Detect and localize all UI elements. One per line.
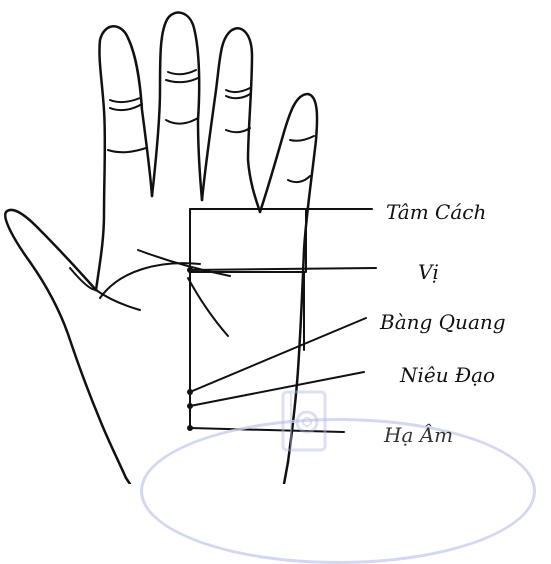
- label-ha-am: Hạ Âm: [384, 425, 453, 445]
- label-nieu-dao: Niêu Đạo: [400, 365, 495, 385]
- label-bang-quang: Bàng Quang: [380, 312, 506, 332]
- hand-drawing: [0, 0, 551, 484]
- palm-diagram: Tâm Cách Vị Bàng Quang Niêu Đạo Hạ Âm: [0, 0, 551, 484]
- hand-outline: [5, 13, 317, 484]
- palm-lines: [70, 250, 230, 336]
- watermark-arc: [140, 418, 536, 564]
- label-vi: Vị: [418, 262, 439, 282]
- label-tam-cach: Tâm Cách: [386, 202, 486, 222]
- notebook-at-icon: [277, 388, 331, 454]
